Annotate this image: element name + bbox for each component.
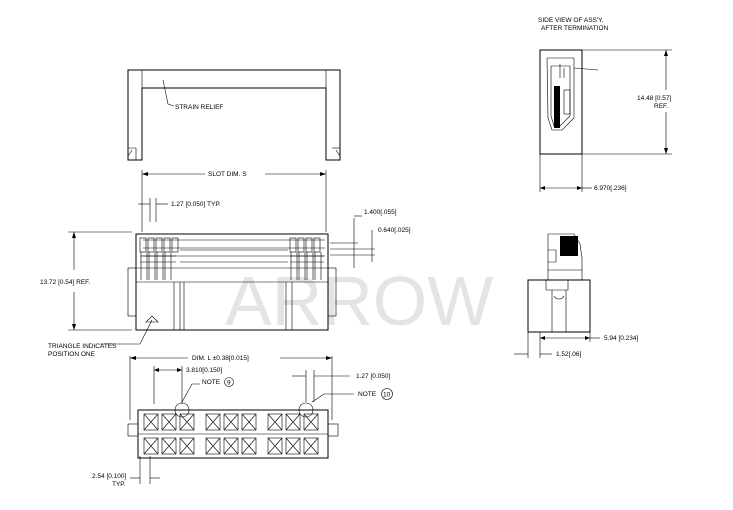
side-view-title-line1: SIDE VIEW OF ASS'Y. bbox=[538, 17, 604, 24]
triangle-label-line2: POSITION ONE bbox=[48, 351, 96, 358]
bottom-594-label: 5.94 [0.234] bbox=[604, 335, 639, 342]
contact-dimensions: 1.400[.055] 0.640[.025] bbox=[330, 209, 411, 268]
triangle-label-line1: TRIANGLE INDICATES bbox=[48, 343, 117, 350]
front-view bbox=[127, 233, 337, 331]
note-10-circle bbox=[381, 388, 393, 400]
side-bottom-view bbox=[527, 233, 591, 333]
slot-dim-label: SLOT DIM. S bbox=[208, 171, 247, 178]
note-9-circle bbox=[224, 377, 234, 387]
bottom-152-label: 1.52[.06] bbox=[556, 351, 581, 358]
side-width-label: 6.970[.236] bbox=[594, 185, 627, 192]
side-view: SIDE VIEW OF ASS'Y. AFTER TERMINATION bbox=[538, 17, 609, 155]
bottom-view bbox=[127, 402, 339, 459]
side-view-title-line2: AFTER TERMINATION bbox=[541, 25, 609, 32]
dim-254-label: 2.54 [0.100] bbox=[92, 473, 127, 480]
side-height-ref: REF. bbox=[654, 103, 668, 110]
height-dimension: 13.72 [0.54] REF. bbox=[40, 231, 132, 331]
side-bottom-dimensions: 5.94 [0.234] 1.52[.06] bbox=[514, 332, 639, 358]
note-10-number: 10 bbox=[383, 392, 391, 399]
strain-relief-label: STRAIN RELIEF bbox=[175, 104, 223, 111]
dim-127-label: 1.27 [0.050] bbox=[356, 373, 391, 380]
dim-127: 1.27 [0.050] NOTE 10 bbox=[292, 370, 393, 403]
dim-3810: 3.810[0.150] NOTE 9 bbox=[153, 366, 234, 404]
strain-relief-view: STRAIN RELIEF bbox=[127, 69, 341, 161]
side-height-dimension: 14.48 [0.57] REF. bbox=[582, 49, 672, 155]
height-ref-label: 13.72 [0.54] REF. bbox=[40, 279, 90, 286]
watermark: ARROW bbox=[225, 262, 493, 340]
note-9-number: 9 bbox=[227, 380, 231, 387]
pitch-label: 1.27 [0.050] TYP. bbox=[171, 201, 221, 208]
slot-dim-dimension: SLOT DIM. S bbox=[141, 170, 327, 232]
pitch-dimension: 1.27 [0.050] TYP. bbox=[138, 198, 221, 222]
side-width-dimension: 6.970[.236] bbox=[539, 154, 627, 192]
dim-0640-label: 0.640[.025] bbox=[378, 227, 411, 234]
dim-254: 2.54 [0.100] TYP. bbox=[92, 456, 160, 488]
dim-l-dimension: DIM. L ±0.38[0.015] bbox=[129, 355, 333, 420]
dim-1400-label: 1.400[.055] bbox=[364, 209, 397, 216]
side-height-value: 14.48 [0.57] bbox=[637, 95, 672, 102]
dim-l-label: DIM. L ±0.38[0.015] bbox=[192, 355, 249, 362]
triangle-callout: TRIANGLE INDICATES POSITION ONE bbox=[48, 319, 153, 358]
dim-3810-label: 3.810[0.150] bbox=[186, 367, 222, 374]
note-9-label: NOTE bbox=[202, 379, 221, 386]
dim-254-typ-label: TYP. bbox=[112, 481, 126, 488]
note-10-label: NOTE bbox=[358, 391, 377, 398]
